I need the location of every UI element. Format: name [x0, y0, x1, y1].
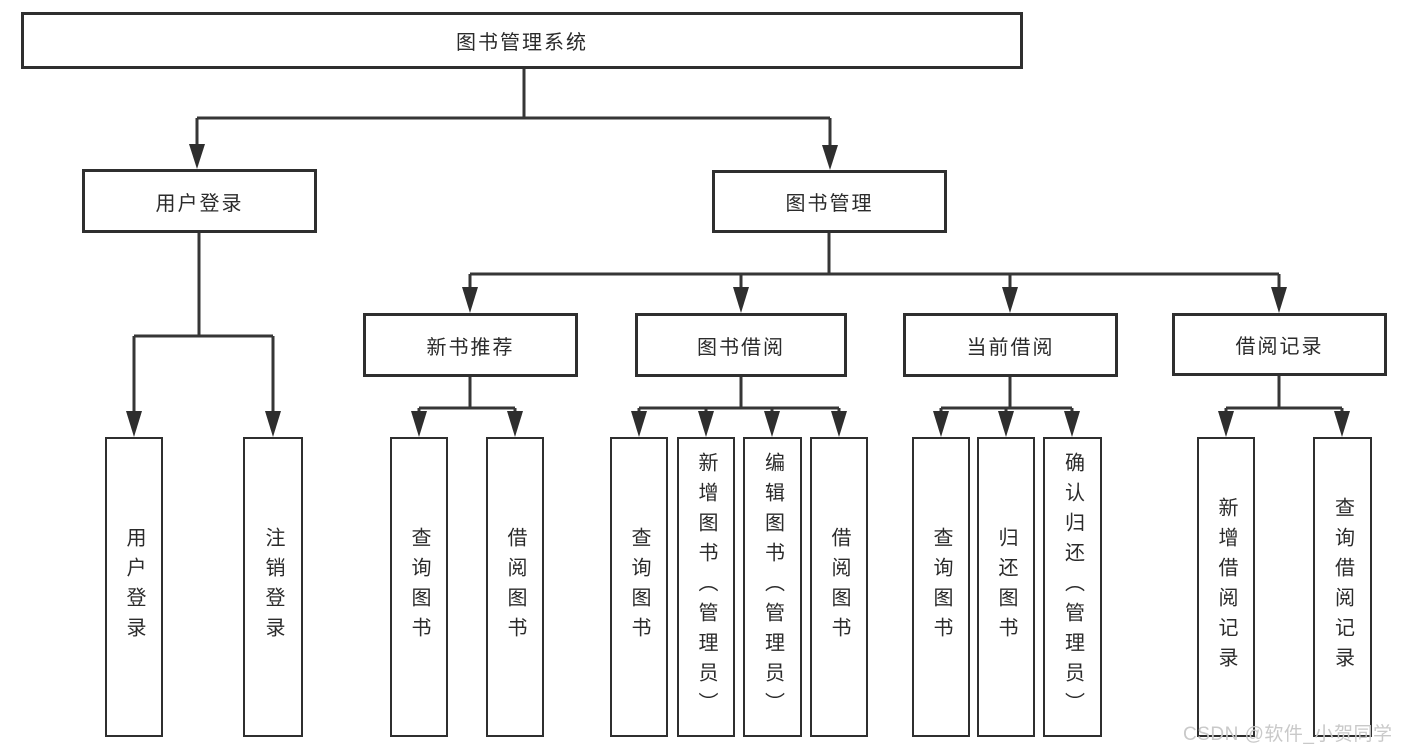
leaf-edit-book-admin: 编辑图书（管理员）: [743, 437, 802, 737]
leaf-borrow-books-label: 借阅图书: [828, 527, 850, 647]
connector-borrow-records-to-leaves: [1218, 376, 1350, 437]
leaf-user-login: 用户登录: [105, 437, 163, 737]
leaf-return-book-label: 归还图书: [995, 527, 1017, 647]
node-book-management: 图书管理: [712, 170, 947, 233]
leaf-add-borrow-record-label: 新增借阅记录: [1215, 497, 1237, 677]
leaf-logout: 注销登录: [243, 437, 303, 737]
node-borrow-records-label: 借阅记录: [1235, 336, 1324, 358]
leaf-borrow-books: 借阅图书: [810, 437, 868, 737]
node-borrow-records: 借阅记录: [1172, 313, 1387, 376]
leaf-query-books-borrow: 查询图书: [610, 437, 668, 737]
node-user-login: 用户登录: [82, 169, 317, 233]
leaf-return-book: 归还图书: [977, 437, 1035, 737]
node-new-book-recommend-label: 新书推荐: [426, 336, 515, 359]
leaf-user-login-label: 用户登录: [123, 527, 145, 647]
leaf-logout-label: 注销登录: [262, 527, 284, 647]
node-library-system: 图书管理系统: [21, 12, 1023, 69]
leaf-edit-book-admin-label: 编辑图书（管理员）: [761, 452, 784, 722]
leaf-confirm-return-admin: 确认归还（管理员）: [1043, 437, 1102, 737]
node-book-management-label: 图书管理: [785, 193, 874, 215]
node-book-borrow-label: 图书借阅: [697, 336, 785, 359]
node-book-borrow: 图书借阅: [635, 313, 847, 377]
leaf-query-books-recommend: 查询图书: [390, 437, 448, 737]
leaf-add-borrow-record: 新增借阅记录: [1197, 437, 1255, 737]
node-library-system-label: 图书管理系统: [456, 32, 588, 54]
leaf-borrow-books-recommend: 借阅图书: [486, 437, 544, 737]
leaf-confirm-return-admin-label: 确认归还（管理员）: [1061, 452, 1084, 722]
leaf-query-books-borrow-label: 查询图书: [628, 527, 650, 647]
connector-root-to-level2: [189, 68, 838, 170]
connector-user-login-to-leaves: [126, 233, 281, 437]
node-new-book-recommend: 新书推荐: [363, 313, 578, 377]
leaf-add-book-admin: 新增图书（管理员）: [677, 437, 735, 737]
node-current-borrow: 当前借阅: [903, 313, 1118, 377]
connector-current-borrow-to-leaves: [933, 377, 1080, 437]
leaf-borrow-books-recommend-label: 借阅图书: [504, 527, 526, 647]
leaf-query-books-recommend-label: 查询图书: [408, 527, 430, 647]
watermark: CSDN @软件_小贺同学: [1183, 724, 1393, 745]
leaf-add-book-admin-label: 新增图书（管理员）: [695, 452, 717, 722]
node-user-login-label: 用户登录: [155, 192, 244, 215]
leaf-query-books-current: 查询图书: [912, 437, 970, 737]
node-current-borrow-label: 当前借阅: [966, 336, 1055, 359]
connector-new-book-to-leaves: [411, 377, 523, 437]
leaf-query-books-current-label: 查询图书: [930, 527, 952, 647]
leaf-query-borrow-record: 查询借阅记录: [1313, 437, 1372, 737]
connector-book-management-to-level3: [462, 233, 1287, 313]
connector-book-borrow-to-leaves: [631, 377, 847, 437]
leaf-query-borrow-record-label: 查询借阅记录: [1331, 497, 1354, 677]
